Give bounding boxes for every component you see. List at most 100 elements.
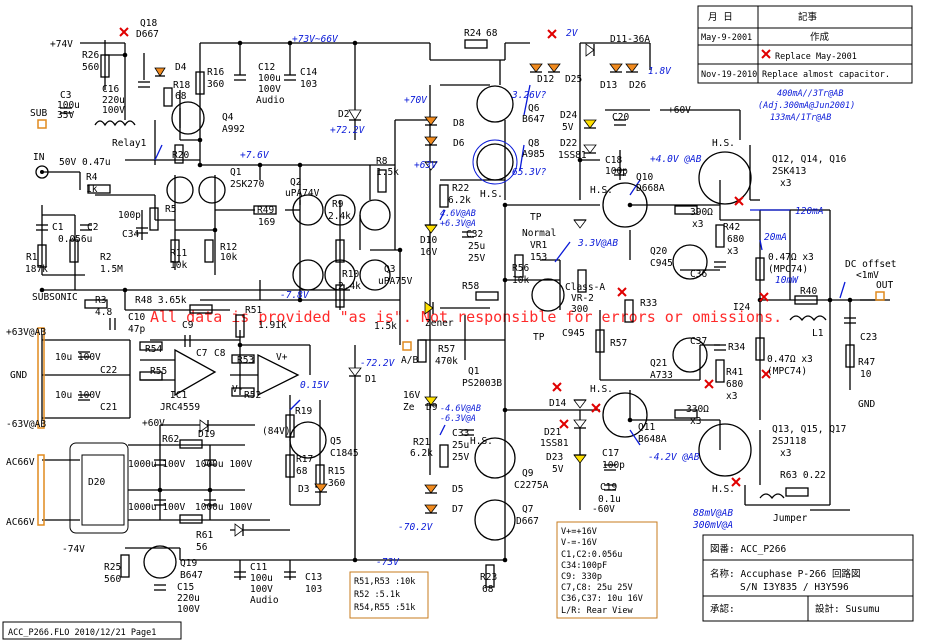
svg-text:(84V): (84V) bbox=[262, 426, 291, 437]
svg-text:103: 103 bbox=[305, 584, 322, 595]
svg-text:16V: 16V bbox=[403, 390, 420, 401]
svg-text:C18: C18 bbox=[605, 155, 622, 166]
inductor-symbols bbox=[94, 120, 827, 500]
svg-text:103: 103 bbox=[300, 79, 317, 90]
svg-text:100u: 100u bbox=[57, 100, 80, 111]
svg-text:25u: 25u bbox=[468, 241, 485, 252]
svg-text:D3: D3 bbox=[298, 484, 309, 495]
diode-symbols bbox=[154, 43, 639, 537]
approval-field: 承認: bbox=[710, 603, 735, 615]
svg-text:47p: 47p bbox=[128, 324, 145, 335]
svg-text:D667: D667 bbox=[136, 29, 159, 40]
svg-text:1.91k: 1.91k bbox=[258, 320, 287, 331]
capacitor-symbols bbox=[36, 74, 856, 591]
svg-text:187k: 187k bbox=[25, 264, 48, 275]
svg-text:+7.6V: +7.6V bbox=[240, 150, 270, 161]
notes-box: V+=+16V V-=-16V C1,C2:0.056u C34:100pF C… bbox=[556, 521, 658, 619]
svg-text:2.4k: 2.4k bbox=[338, 281, 361, 292]
svg-text:+74V: +74V bbox=[50, 39, 73, 50]
svg-text:0.1u: 0.1u bbox=[598, 494, 621, 505]
svg-text:-60V: -60V bbox=[592, 504, 615, 515]
svg-text:R16: R16 bbox=[207, 67, 224, 78]
svg-text:220u: 220u bbox=[177, 593, 200, 604]
svg-text:R63 0.22: R63 0.22 bbox=[780, 470, 826, 481]
svg-text:25V: 25V bbox=[452, 452, 469, 463]
svg-text:-6.3V@A: -6.3V@A bbox=[440, 414, 476, 424]
svg-text:B648A: B648A bbox=[638, 434, 667, 445]
svg-text:R10: R10 bbox=[342, 269, 359, 280]
svg-text:R18: R18 bbox=[173, 80, 190, 91]
svg-text:C9: C9 bbox=[182, 320, 194, 331]
svg-text:+60V: +60V bbox=[142, 418, 165, 429]
svg-text:-70.2V: -70.2V bbox=[398, 522, 434, 533]
svg-text:10k: 10k bbox=[220, 252, 237, 263]
svg-text:R54: R54 bbox=[145, 344, 162, 355]
svg-text:R57: R57 bbox=[610, 338, 627, 349]
svg-text:AC66V: AC66V bbox=[6, 457, 35, 468]
svg-text:-74V: -74V bbox=[62, 544, 85, 555]
svg-text:IN: IN bbox=[33, 152, 45, 163]
svg-text:100V: 100V bbox=[177, 604, 200, 615]
svg-text:L/R: Rear View: L/R: Rear View bbox=[561, 606, 634, 616]
rail-labels: +74V +73V~66V +70V +72.2V +63V +7.6V -7.… bbox=[50, 34, 691, 568]
svg-text:10k: 10k bbox=[512, 275, 529, 286]
rev-header-date: 月 日 bbox=[708, 12, 733, 23]
svg-text:D21: D21 bbox=[544, 427, 561, 438]
svg-text:10: 10 bbox=[860, 369, 872, 380]
svg-text:C12: C12 bbox=[258, 62, 275, 73]
svg-text:D25: D25 bbox=[565, 74, 582, 85]
svg-text:R4: R4 bbox=[86, 172, 98, 183]
svg-text:Relay1: Relay1 bbox=[112, 138, 147, 149]
terminals bbox=[35, 119, 885, 526]
svg-text:D668A: D668A bbox=[636, 183, 665, 194]
svg-text:V+=+16V: V+=+16V bbox=[561, 527, 597, 537]
svg-text:Audio: Audio bbox=[256, 95, 285, 106]
svg-text:10u 100V: 10u 100V bbox=[55, 390, 101, 401]
svg-text:Q12, Q14, Q16: Q12, Q14, Q16 bbox=[772, 154, 847, 165]
svg-text:C8: C8 bbox=[214, 348, 226, 359]
svg-text:C2275A: C2275A bbox=[514, 480, 549, 491]
svg-text:R9: R9 bbox=[332, 199, 344, 210]
svg-text:D7: D7 bbox=[452, 504, 463, 515]
svg-text:C1: C1 bbox=[52, 222, 64, 233]
svg-text:Q20: Q20 bbox=[650, 246, 667, 257]
svg-text:Q13, Q15, Q17: Q13, Q15, Q17 bbox=[772, 424, 846, 435]
svg-text:400mA//3Tr@AB: 400mA//3Tr@AB bbox=[777, 89, 844, 99]
svg-text:88mV@AB: 88mV@AB bbox=[693, 508, 733, 519]
svg-text:C1,C2:0.056u: C1,C2:0.056u bbox=[561, 550, 622, 560]
svg-text:R47: R47 bbox=[858, 357, 875, 368]
svg-text:+72.2V: +72.2V bbox=[330, 125, 366, 136]
svg-text:C11: C11 bbox=[250, 562, 267, 573]
svg-text:120mA: 120mA bbox=[795, 206, 824, 217]
svg-text:D667: D667 bbox=[516, 516, 539, 527]
svg-text:D2: D2 bbox=[338, 109, 349, 120]
svg-text:220u: 220u bbox=[102, 95, 125, 106]
svg-text:20mA: 20mA bbox=[764, 232, 787, 243]
svg-text:R51: R51 bbox=[245, 305, 262, 316]
svg-text:TP: TP bbox=[533, 332, 545, 343]
svg-text:A992: A992 bbox=[222, 124, 245, 135]
serial-numbers: S/N I3Y835 / H3Y596 bbox=[740, 582, 849, 593]
svg-text:-72.2V: -72.2V bbox=[360, 358, 396, 369]
svg-text:GND: GND bbox=[10, 370, 27, 381]
svg-text:Q19: Q19 bbox=[180, 558, 197, 569]
svg-text:Q8: Q8 bbox=[528, 138, 540, 149]
svg-text:2SK270: 2SK270 bbox=[230, 179, 265, 190]
svg-text:R62: R62 bbox=[162, 434, 179, 445]
svg-text:R52: R52 bbox=[244, 390, 261, 401]
svg-text:16V: 16V bbox=[420, 247, 437, 258]
svg-text:68: 68 bbox=[175, 91, 187, 102]
svg-text:R58: R58 bbox=[462, 281, 479, 292]
svg-text:H.S.: H.S. bbox=[712, 484, 735, 495]
svg-text:65.3V?: 65.3V? bbox=[512, 167, 547, 178]
svg-text:-4.6V@AB: -4.6V@AB bbox=[440, 404, 481, 414]
svg-text:H.S.: H.S. bbox=[470, 436, 493, 447]
svg-text:R19: R19 bbox=[295, 406, 312, 417]
svg-text:Q11: Q11 bbox=[638, 422, 655, 433]
svg-text:4.8: 4.8 bbox=[95, 307, 112, 318]
svg-text:C16: C16 bbox=[102, 84, 119, 95]
svg-text:+70V: +70V bbox=[404, 95, 428, 106]
svg-text:R53: R53 bbox=[237, 355, 254, 366]
svg-text:C21: C21 bbox=[100, 402, 117, 413]
